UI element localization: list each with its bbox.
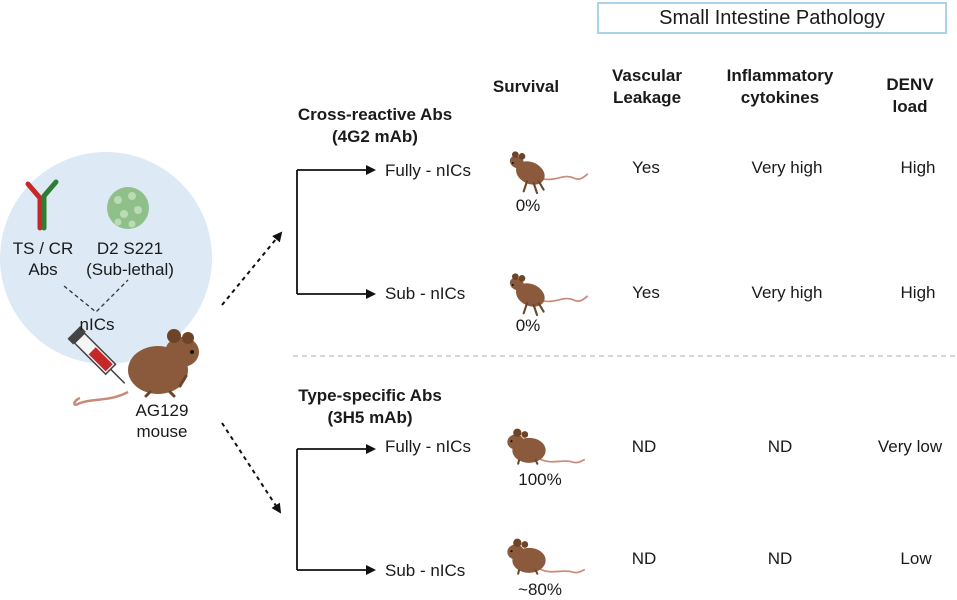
condition-label: Sub - nICs (385, 561, 466, 580)
alive-mouse-icon (506, 427, 587, 465)
arrow-to-cross-reactive (221, 231, 283, 306)
alive-mouse-icon (506, 537, 587, 575)
complex-label: nICs (79, 315, 115, 334)
dead-mouse-icon (506, 150, 590, 195)
survival-value: 0% (515, 196, 541, 215)
denv-value: High (900, 283, 936, 302)
cytokines-value: ND (767, 437, 793, 456)
group-title-type-specific: Type-specific Abs(3H5 mAb) (298, 386, 442, 427)
bracket-type-specific (296, 444, 376, 575)
syringe-icon (67, 326, 126, 384)
arrow-to-type-specific (221, 422, 282, 514)
complex-lines (63, 279, 129, 313)
vascular-value: Yes (632, 283, 660, 302)
survival-value: 0% (515, 316, 541, 335)
inoculum-circle (0, 152, 212, 364)
vascular-value: ND (631, 437, 657, 456)
bracket-cross-reactive (296, 165, 376, 299)
virus-label: D2 S221(Sub-lethal) (86, 239, 174, 279)
condition-label: Fully - nICs (385, 161, 471, 180)
condition-label: Sub - nICs (385, 284, 466, 303)
panel-title: Small Intestine Pathology (597, 2, 947, 34)
condition-label: Fully - nICs (385, 437, 471, 456)
virus-icon (107, 187, 149, 229)
survival-value: 100% (518, 470, 562, 489)
cytokines-value: ND (767, 549, 793, 568)
dead-mouse-icon (506, 272, 590, 317)
vascular-value: ND (631, 549, 657, 568)
antibody-icon (25, 179, 59, 231)
vascular-value: Yes (632, 158, 660, 177)
denv-value: Low (900, 549, 932, 568)
survival-value: ~80% (518, 580, 562, 599)
cytokines-value: Very high (751, 283, 823, 302)
group-title-cross-reactive: Cross-reactive Abs(4G2 mAb) (297, 105, 453, 146)
column-header-survival: Survival (492, 77, 560, 96)
cytokines-value: Very high (751, 158, 823, 177)
denv-value: Very low (877, 437, 943, 456)
denv-value: High (900, 158, 936, 177)
host-mouse-icon (73, 329, 199, 406)
